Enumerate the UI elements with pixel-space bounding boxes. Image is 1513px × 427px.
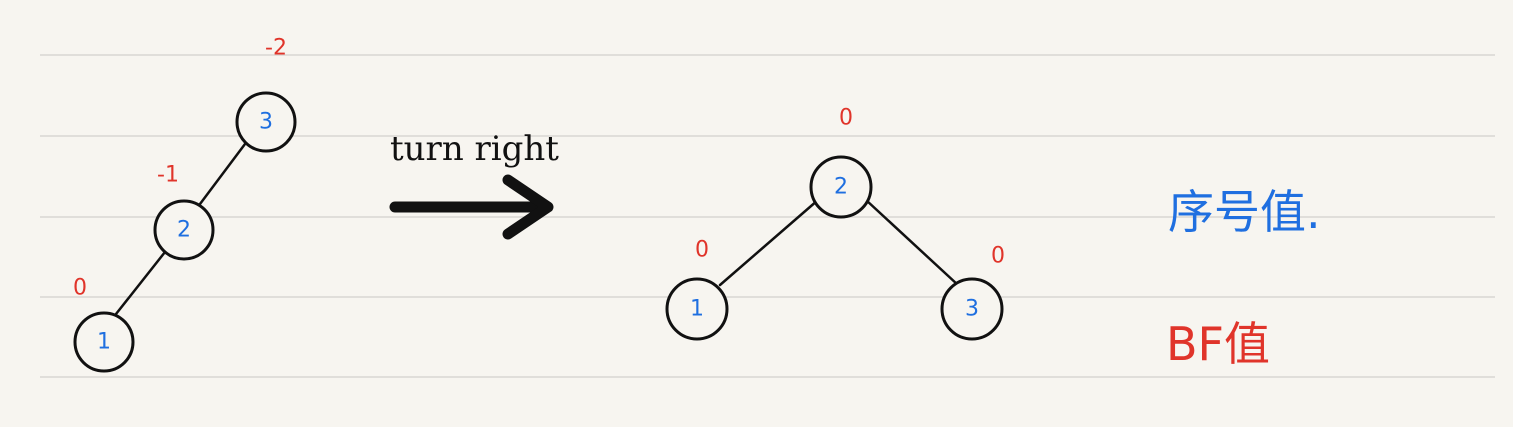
- before-node-1: 1 0: [73, 276, 135, 373]
- arrow-head-icon: [502, 174, 554, 240]
- node-id-label: 1: [97, 330, 111, 355]
- edge-2-3: [864, 198, 960, 287]
- bf-label: -2: [265, 36, 287, 61]
- node-id-label: 1: [690, 297, 704, 322]
- node-circle: [235, 91, 297, 153]
- after-node-1: 1 0: [665, 238, 729, 341]
- after-node-2: 2 0: [809, 106, 873, 219]
- edge-3-2: [198, 138, 250, 206]
- node-id-label: 3: [965, 297, 979, 322]
- bf-label: 0: [695, 238, 709, 263]
- node-id-label: 3: [259, 110, 273, 135]
- edge-2-1: [718, 198, 820, 287]
- before-node-2: 2 -1: [153, 163, 215, 261]
- after-node-3: 3 0: [940, 244, 1005, 341]
- rotation-label: turn right: [390, 129, 559, 169]
- after-tree: 2 0 1 0 3 0: [665, 106, 1005, 341]
- node-id-label: 2: [834, 175, 848, 200]
- node-circle: [940, 277, 1004, 341]
- bf-label: 0: [991, 244, 1005, 269]
- before-tree: 3 -2 2 -1 1 0: [73, 36, 297, 373]
- node-id-label: 2: [177, 218, 191, 243]
- before-node-3: 3 -2: [235, 36, 297, 153]
- node-circle: [809, 155, 873, 219]
- bf-label: -1: [157, 163, 179, 188]
- bf-label: 0: [73, 276, 87, 301]
- legend-bf-label: BF值: [1166, 317, 1270, 371]
- edge-2-1: [114, 250, 167, 316]
- bf-label: 0: [839, 106, 853, 131]
- legend-id-label: 序号值.: [1168, 185, 1321, 239]
- node-circle: [665, 277, 729, 341]
- node-circle: [153, 199, 215, 261]
- node-circle: [73, 311, 135, 373]
- legend: 序号值. BF值: [1166, 185, 1321, 371]
- rotation-arrow: turn right: [389, 129, 559, 240]
